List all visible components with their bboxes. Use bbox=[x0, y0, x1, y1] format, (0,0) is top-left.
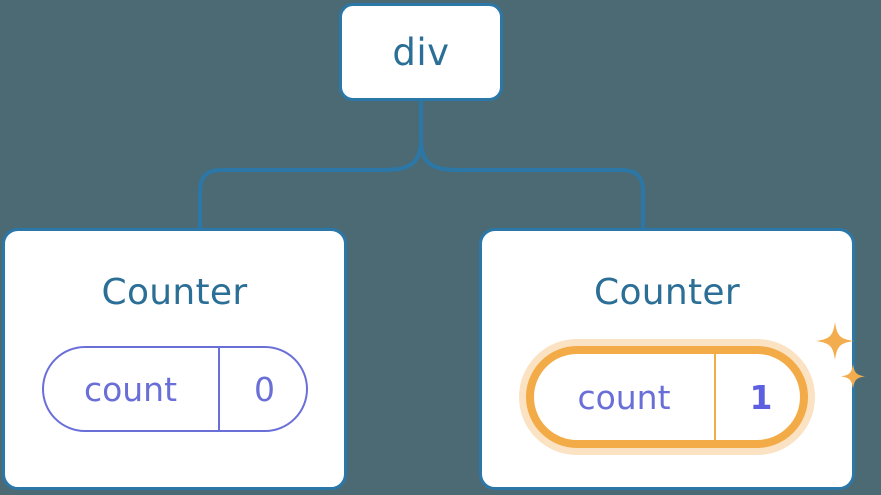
node-root-div[interactable]: div bbox=[339, 3, 503, 101]
node-counter-right-title: Counter bbox=[594, 272, 740, 313]
state-value-right: 1 bbox=[714, 354, 806, 440]
node-root-label: div bbox=[392, 30, 450, 74]
state-badge-left[interactable]: count 0 bbox=[41, 346, 310, 432]
state-badge-wrap-left: count 0 bbox=[41, 346, 310, 432]
state-key-left: count bbox=[83, 369, 178, 409]
node-counter-left[interactable]: Counter count 0 bbox=[2, 228, 347, 490]
state-key-right: count bbox=[577, 377, 671, 417]
sparkle-group bbox=[816, 322, 865, 389]
node-counter-right[interactable]: Counter count 1 bbox=[479, 228, 865, 490]
sparkle-large-icon bbox=[816, 322, 854, 360]
node-counter-left-title: Counter bbox=[101, 272, 248, 313]
connector-branch-right bbox=[419, 138, 645, 230]
sparkle-small-icon bbox=[841, 364, 865, 389]
state-value-left: 0 bbox=[217, 348, 310, 430]
connector-branch-left bbox=[198, 138, 423, 230]
state-badge-wrap-right: count 1 bbox=[526, 322, 865, 448]
state-badge-right[interactable]: count 1 bbox=[526, 346, 808, 448]
